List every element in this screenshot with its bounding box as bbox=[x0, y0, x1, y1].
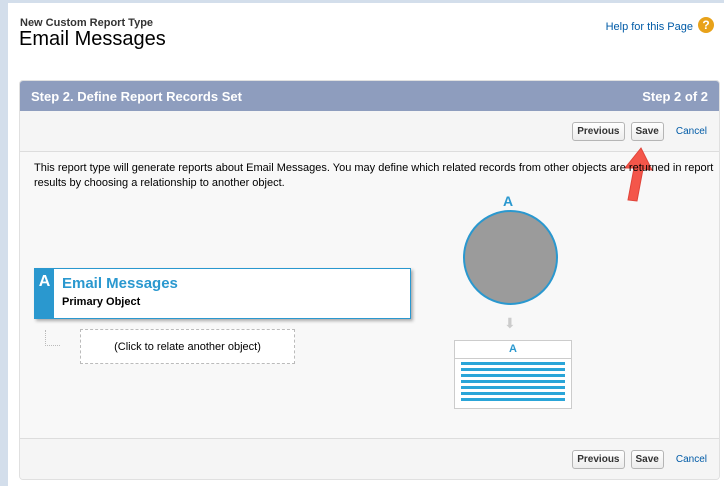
step-count: Step 2 of 2 bbox=[642, 88, 708, 104]
page-subtitle: New Custom Report Type bbox=[20, 17, 154, 29]
object-name: Email Messages bbox=[62, 275, 178, 292]
cancel-link[interactable]: Cancel bbox=[675, 125, 707, 137]
window-edge bbox=[0, 0, 8, 486]
object-label: Primary Object bbox=[62, 296, 141, 308]
records-table-diagram: A bbox=[454, 340, 572, 409]
panel-header: Step 2. Define Report Records Set Step 2… bbox=[20, 81, 719, 111]
save-button[interactable]: Save bbox=[630, 449, 664, 469]
step-panel: Step 2. Define Report Records Set Step 2… bbox=[19, 80, 720, 480]
window-edge-top bbox=[0, 0, 724, 3]
step-title: Step 2. Define Report Records Set bbox=[31, 88, 242, 104]
save-button[interactable]: Save bbox=[630, 121, 664, 141]
top-toolbar: Previous Save Cancel bbox=[20, 111, 719, 152]
venn-circle bbox=[463, 210, 558, 305]
relate-object-button[interactable]: (Click to relate another object) bbox=[80, 329, 295, 364]
connector-line bbox=[45, 330, 60, 346]
page-title: Email Messages bbox=[19, 28, 166, 50]
primary-object-card[interactable]: A Email Messages Primary Object bbox=[34, 268, 411, 319]
question-circle-icon[interactable]: ? bbox=[698, 17, 714, 33]
previous-button[interactable]: Previous bbox=[572, 449, 625, 469]
bottom-toolbar: Previous Save Cancel bbox=[20, 438, 719, 479]
help-link[interactable]: Help for this Page bbox=[605, 21, 693, 33]
red-arrow-annotation-icon bbox=[623, 147, 653, 202]
circle-label: A bbox=[503, 193, 514, 209]
down-arrow-icon: ⬇ bbox=[504, 315, 516, 331]
previous-button[interactable]: Previous bbox=[572, 121, 625, 141]
object-letter: A bbox=[35, 269, 54, 318]
description: This report type will generate reports a… bbox=[34, 162, 714, 189]
table-label: A bbox=[455, 341, 571, 359]
cancel-link[interactable]: Cancel bbox=[675, 453, 707, 465]
